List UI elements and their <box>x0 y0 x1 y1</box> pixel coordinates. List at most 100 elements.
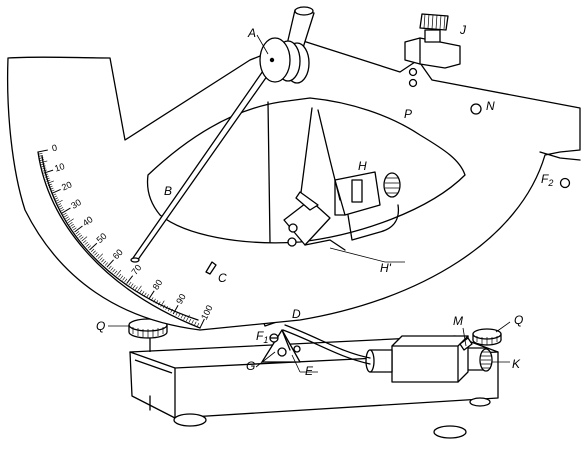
scale-tick <box>95 253 100 258</box>
scale-tick <box>97 253 104 259</box>
scale-tick <box>112 268 116 273</box>
scale-tick <box>137 285 142 292</box>
scale-tick <box>45 177 50 180</box>
scale-label: 20 <box>60 179 73 192</box>
scale-tick <box>108 265 112 270</box>
scale-tick <box>110 267 114 271</box>
scale-tick <box>132 284 136 289</box>
scale-tick <box>160 300 165 307</box>
label-d: D <box>292 307 301 321</box>
label-n: N <box>486 99 495 113</box>
scale-tick <box>47 180 54 184</box>
scale-tick <box>66 218 71 222</box>
scale-tick <box>42 167 47 170</box>
label-k: K <box>512 357 521 371</box>
scale-label: 10 <box>53 161 66 174</box>
scale-tick <box>87 245 92 249</box>
scale-tick <box>80 236 84 240</box>
scale-tick <box>39 157 44 159</box>
scale-tick <box>89 242 98 251</box>
scale-tick <box>146 294 149 298</box>
label-q-left: Q <box>96 319 105 333</box>
label-m: M <box>453 314 463 328</box>
label-g: G <box>246 359 255 373</box>
scale-label: 0 <box>51 143 58 154</box>
label-f2: F2 <box>541 172 553 188</box>
scale-label: 80 <box>151 278 165 292</box>
scale-tick <box>56 199 63 204</box>
scale-tick <box>188 318 192 323</box>
scale-tick <box>40 163 46 166</box>
scale-tick <box>72 227 77 231</box>
scale-tick <box>172 305 179 315</box>
label-c: C <box>218 271 227 285</box>
label-h: H <box>358 159 367 173</box>
scale-tick <box>77 232 81 236</box>
scale-tick <box>68 222 73 225</box>
scale-tick <box>71 225 76 229</box>
scale-tick <box>104 262 108 266</box>
scale-tick <box>162 304 166 309</box>
scale-tick <box>90 248 95 252</box>
scale-tick <box>199 318 205 329</box>
scale-tick <box>94 252 98 256</box>
scale-tick <box>101 259 105 263</box>
label-p: P <box>404 107 412 121</box>
scale-tick <box>83 240 87 244</box>
scale-tick <box>186 314 190 322</box>
scale-tick <box>120 275 124 279</box>
scale-tick <box>99 257 103 261</box>
scale-tick <box>64 214 68 218</box>
scale-tick <box>40 160 48 163</box>
scale-tick <box>153 298 156 303</box>
scale-tick <box>42 169 47 172</box>
scale-tick <box>39 159 44 161</box>
scale-tick <box>167 307 171 312</box>
scale-tick <box>55 199 60 202</box>
scale-tick <box>128 281 132 286</box>
scale-tick <box>44 173 49 176</box>
label-a: A <box>247 26 256 40</box>
scale-tick <box>44 175 49 178</box>
scale-tick <box>75 231 80 235</box>
scale-tick <box>47 183 52 186</box>
stop-pin-c <box>205 261 217 275</box>
scale-label: 50 <box>95 231 109 245</box>
label-e: E <box>305 364 314 378</box>
scale-tick <box>57 203 62 206</box>
levelling-screw-left <box>128 318 168 352</box>
scale-tick <box>126 275 134 284</box>
scale-tick <box>175 311 178 316</box>
scale-label: 90 <box>174 292 188 306</box>
scale-tick <box>92 250 96 254</box>
clamp-box <box>365 335 473 383</box>
scale-tick <box>41 165 46 168</box>
label-f1: F1 <box>256 329 268 345</box>
scale-tick <box>157 301 161 306</box>
scale-tick <box>60 209 65 212</box>
scale-tick <box>61 207 71 214</box>
scale-label: 70 <box>129 263 143 277</box>
scale-tick <box>67 218 74 223</box>
scale-tick <box>50 189 55 192</box>
scale-tick <box>74 225 83 233</box>
scale-tick <box>59 207 64 210</box>
label-q-right: Q <box>514 313 523 327</box>
label-b: B <box>164 184 172 198</box>
scale-tick <box>130 283 134 287</box>
scale-tick <box>139 289 143 294</box>
scale-tick <box>183 316 186 320</box>
cable <box>284 324 371 359</box>
scale-tick <box>191 320 194 325</box>
scale-tick <box>58 205 63 208</box>
scale-label: 30 <box>69 197 83 211</box>
scale-tick <box>118 273 122 278</box>
scale-tick <box>178 313 181 318</box>
scale-tick <box>196 322 200 327</box>
scale-tick <box>54 197 59 200</box>
levelling-screw-right <box>472 328 502 346</box>
scale-tick <box>102 260 107 265</box>
scale-tick <box>37 149 48 153</box>
scale-tick <box>78 234 83 238</box>
